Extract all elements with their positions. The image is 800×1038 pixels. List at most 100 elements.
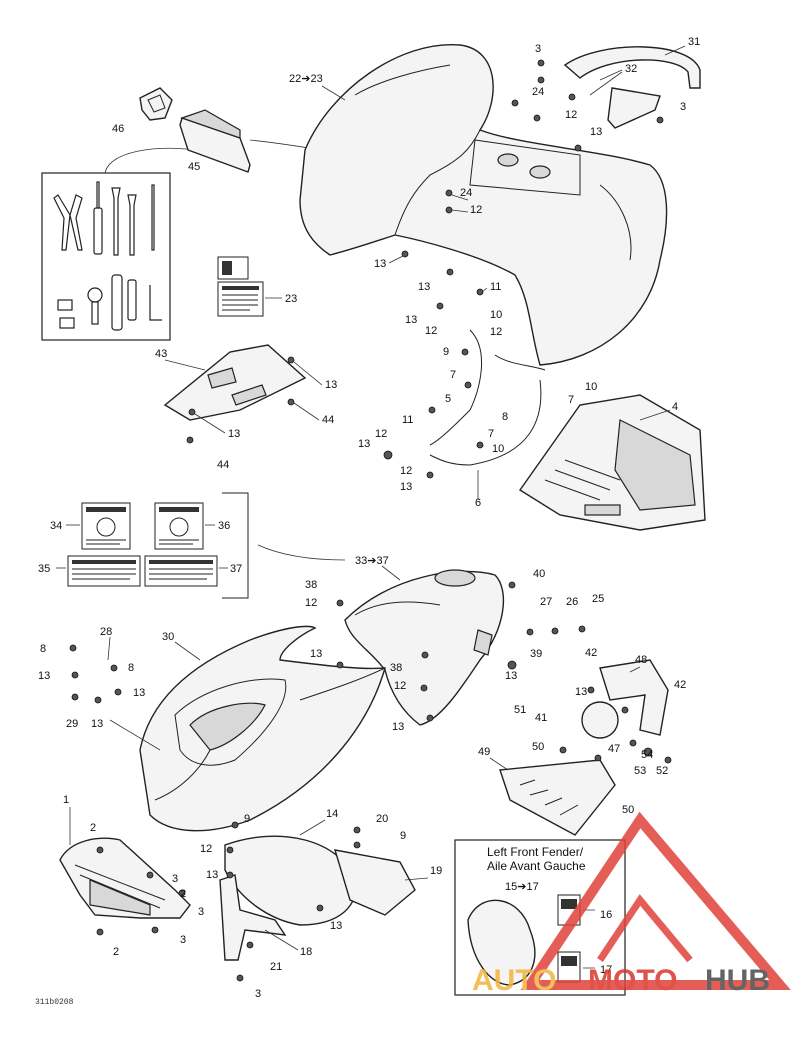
- label-43: 43: [155, 348, 167, 360]
- label-9: 9: [244, 813, 250, 825]
- label-13: 13: [575, 686, 587, 698]
- label-47: 47: [608, 743, 620, 755]
- label-13: 13: [228, 428, 240, 440]
- label-23: 23: [285, 293, 297, 305]
- label-10: 10: [490, 309, 502, 321]
- label-19: 19: [430, 865, 442, 877]
- label-25: 25: [592, 593, 604, 605]
- label-3: 3: [255, 988, 261, 1000]
- front-fender-14: [224, 835, 357, 926]
- label-7: 7: [450, 369, 456, 381]
- label-3: 3: [535, 43, 541, 55]
- label-31: 31: [688, 36, 700, 48]
- label-2: 2: [113, 946, 119, 958]
- watermark-text-hub: HUB: [705, 964, 770, 997]
- label-34: 34: [50, 520, 62, 532]
- label-30: 30: [162, 631, 174, 643]
- fasteners: [69, 59, 672, 982]
- label-4: 4: [672, 401, 678, 413]
- label-48: 48: [635, 654, 647, 666]
- label-14: 14: [326, 808, 338, 820]
- label-50: 50: [532, 741, 544, 753]
- label-12: 12: [394, 680, 406, 692]
- label-8: 8: [40, 643, 46, 655]
- label-36: 36: [218, 520, 230, 532]
- label-49: 49: [478, 746, 490, 758]
- label-18: 18: [300, 946, 312, 958]
- label-13: 13: [418, 281, 430, 293]
- label-10: 10: [492, 443, 504, 455]
- label-2: 2: [90, 822, 96, 834]
- label-13: 13: [91, 718, 103, 730]
- label-13: 13: [400, 481, 412, 493]
- label-27: 27: [540, 596, 552, 608]
- label-5: 5: [445, 393, 451, 405]
- label-39: 39: [530, 648, 542, 660]
- label-38: 38: [390, 662, 402, 674]
- label-8: 8: [502, 411, 508, 423]
- label-12: 12: [305, 597, 317, 609]
- label-12: 12: [400, 465, 412, 477]
- label-13: 13: [38, 670, 50, 682]
- label-9: 9: [443, 346, 449, 358]
- label-10: 10: [585, 381, 597, 393]
- label-53: 53: [634, 765, 646, 777]
- rear-fender: [299, 44, 668, 366]
- label-51: 51: [514, 704, 526, 716]
- label-3: 3: [180, 934, 186, 946]
- label-12: 12: [375, 428, 387, 440]
- label-2: 2: [180, 888, 186, 900]
- bracket-48: [581, 659, 669, 739]
- label-7: 7: [568, 394, 574, 406]
- label-3: 3: [198, 906, 204, 918]
- label-26: 26: [566, 596, 578, 608]
- watermark-logo: AUTO MOTO HUB: [472, 811, 791, 997]
- label-13: 13: [505, 670, 517, 682]
- label-17: 17: [600, 964, 612, 976]
- label-13: 13: [405, 314, 417, 326]
- label-3: 3: [172, 873, 178, 885]
- label-24: 24: [460, 187, 472, 199]
- label-33-37: 33➔37: [355, 555, 389, 567]
- label-46: 46: [112, 123, 124, 135]
- leader-lines: [56, 45, 686, 951]
- label-35: 35: [38, 563, 50, 575]
- label-41: 41: [535, 712, 547, 724]
- label-11: 11: [490, 281, 501, 293]
- label-22-23: 22➔23: [289, 73, 323, 85]
- rack-panel-43: [163, 344, 307, 421]
- label-13: 13: [206, 869, 218, 881]
- warning-decals: [67, 502, 218, 587]
- watermark-triangle-icon: [520, 811, 791, 990]
- decal-set-23: [217, 256, 264, 317]
- watermark-text-auto: AUTO: [472, 964, 556, 997]
- label-11: 11: [402, 414, 413, 426]
- label-12: 12: [565, 109, 577, 121]
- label-6: 6: [475, 497, 481, 509]
- label-42: 42: [585, 647, 597, 659]
- label-54: 54: [641, 749, 653, 761]
- label-13: 13: [325, 379, 337, 391]
- label-20: 20: [376, 813, 388, 825]
- label-1: 1: [63, 794, 69, 806]
- strap: [139, 87, 173, 121]
- inset-title-line2: Aile Avant Gauche: [487, 859, 586, 873]
- label-21: 21: [270, 961, 282, 973]
- label-37: 37: [230, 563, 242, 575]
- label-44: 44: [322, 414, 334, 426]
- label-12: 12: [200, 843, 212, 855]
- skid-plate-49: [499, 759, 616, 836]
- front-fairing-30: [139, 625, 386, 832]
- cable-6: [429, 379, 542, 466]
- label-15-17: 15➔17: [505, 881, 539, 893]
- label-13: 13: [590, 126, 602, 138]
- tool-kit-box: [41, 172, 171, 341]
- front-bumper-1: [59, 837, 191, 919]
- label-8: 8: [128, 662, 134, 674]
- label-16: 16: [600, 909, 612, 921]
- label-40: 40: [533, 568, 545, 580]
- label-42: 42: [674, 679, 686, 691]
- label-13: 13: [133, 687, 145, 699]
- watermark-text-moto: MOTO: [588, 964, 677, 997]
